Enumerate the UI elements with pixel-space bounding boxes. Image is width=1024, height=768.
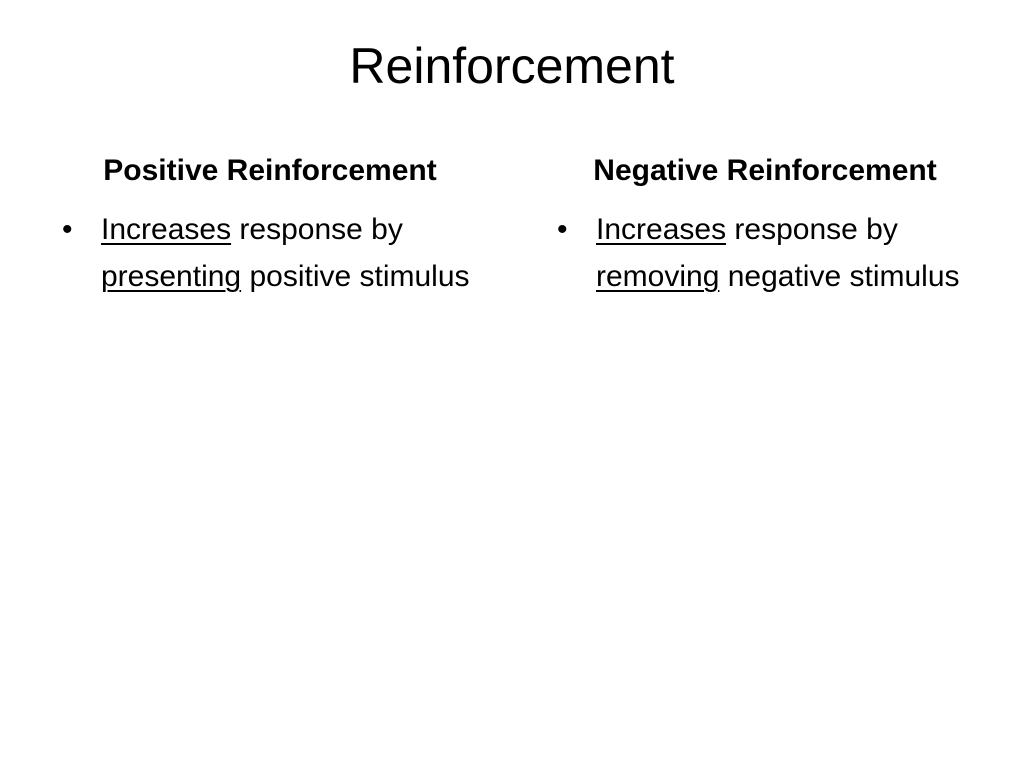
bullet-text: response by bbox=[231, 213, 403, 246]
positive-bullet-list: • Increases response by presenting posit… bbox=[60, 206, 480, 300]
negative-bullet-list: • Increases response by removing negativ… bbox=[555, 206, 975, 300]
negative-reinforcement-column: Negative Reinforcement • Increases respo… bbox=[555, 148, 975, 300]
increases-word: Increases bbox=[101, 213, 232, 246]
positive-reinforcement-column: Positive Reinforcement • Increases respo… bbox=[60, 148, 480, 300]
slide-title: Reinforcement bbox=[349, 38, 675, 94]
positive-bullet-item: • Increases response by presenting posit… bbox=[60, 206, 480, 300]
bullet-dot-icon: • bbox=[62, 213, 73, 246]
bullet-text: positive stimulus bbox=[241, 260, 470, 293]
bullet-text: negative stimulus bbox=[719, 260, 960, 293]
presenting-word: presenting bbox=[101, 260, 242, 293]
negative-bullet-item: • Increases response by removing negativ… bbox=[555, 206, 975, 300]
bullet-text: response by bbox=[726, 213, 898, 246]
removing-word: removing bbox=[596, 260, 720, 293]
bullet-dot-icon: • bbox=[557, 213, 568, 246]
negative-reinforcement-heading: Negative Reinforcement bbox=[593, 154, 937, 187]
increases-word: Increases bbox=[596, 213, 727, 246]
positive-reinforcement-heading: Positive Reinforcement bbox=[103, 154, 437, 187]
